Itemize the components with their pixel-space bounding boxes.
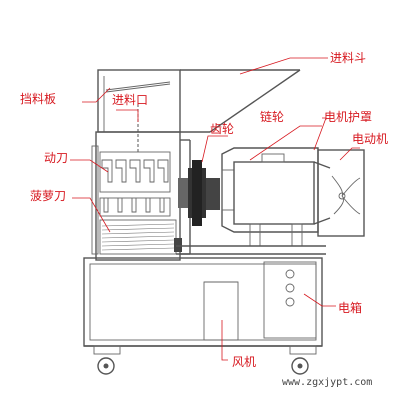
leader-moving-blade	[70, 159, 109, 173]
leader-electric-box	[303, 293, 336, 307]
leader-baffle	[82, 87, 111, 103]
gear-sprocket	[174, 160, 220, 252]
leader-feed-inlet	[116, 109, 139, 122]
leader-sprocket	[249, 125, 322, 161]
leader-hopper	[239, 57, 328, 75]
electric-motor	[233, 149, 365, 247]
label-motor: 电动机	[352, 132, 388, 146]
machine-drawing	[83, 69, 365, 375]
label-fan: 风机	[232, 355, 256, 369]
label-moving-blade: 动刀	[44, 151, 68, 165]
label-electric-box: 电箱	[338, 300, 362, 315]
lower-cabinet	[83, 257, 323, 347]
label-sprocket: 链轮	[260, 109, 284, 124]
label-pineapple-blade: 菠萝刀	[30, 189, 66, 203]
wheels	[84, 345, 322, 375]
cutting-chamber	[91, 104, 191, 261]
leader-pineapple-blade	[72, 197, 111, 233]
motor-guard	[221, 147, 319, 233]
leader-motor-guard	[313, 117, 327, 151]
moving-blade	[99, 151, 171, 217]
leader-lines	[70, 57, 360, 361]
label-motor-guard: 电机护罩	[324, 110, 372, 124]
label-feed-inlet: 进料口	[112, 93, 148, 107]
label-baffle: 挡料板	[20, 92, 56, 106]
motor-base	[176, 245, 326, 255]
label-hopper: 进料斗	[330, 51, 366, 65]
leader-fan	[221, 320, 228, 361]
leader-motor	[339, 147, 360, 161]
labels: 进料斗 挡料板 进料口 链轮 电机护罩 电动机 齿轮 动刀 菠萝刀 电箱 风机 …	[20, 51, 388, 388]
leader-gear	[201, 135, 228, 163]
baffle-plate	[105, 81, 171, 93]
pineapple-blade	[99, 219, 177, 255]
label-gear: 齿轮	[210, 122, 234, 136]
watermark-text: www.zgxjypt.com	[282, 377, 372, 388]
